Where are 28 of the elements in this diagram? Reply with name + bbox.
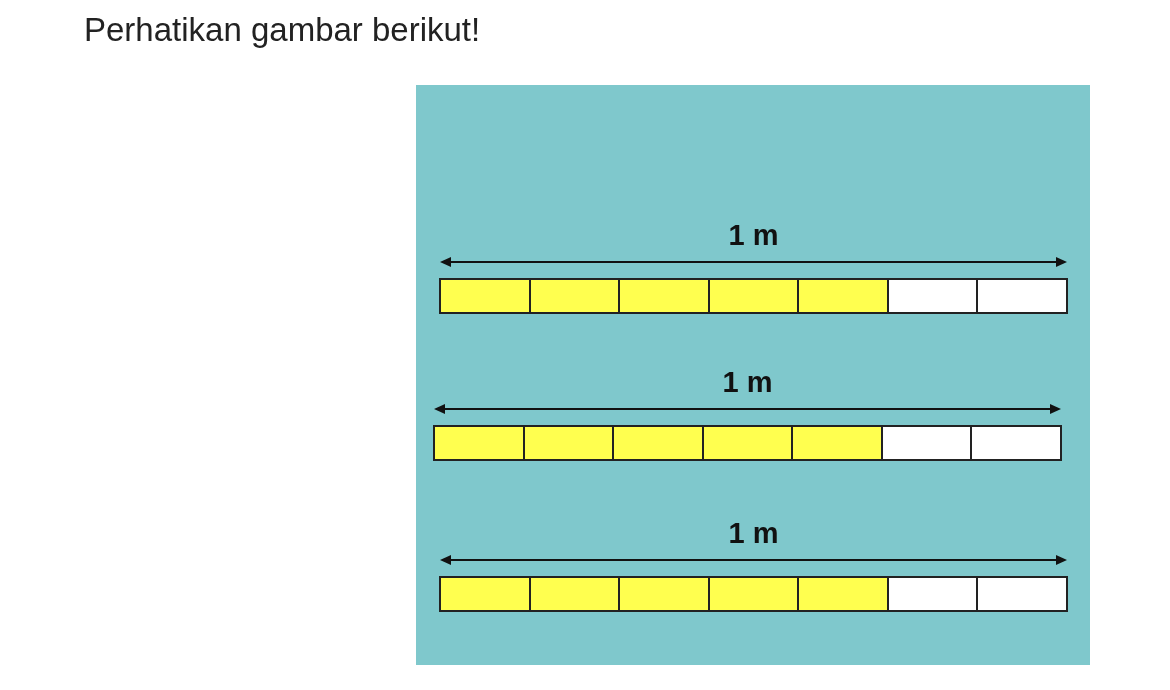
bar-segment [441, 578, 529, 610]
bar-segment [880, 427, 971, 459]
bar-segment [886, 280, 977, 312]
bar-segment [528, 280, 619, 312]
bar [439, 278, 1068, 314]
bar-segment [528, 578, 619, 610]
bar-segment [970, 427, 1061, 459]
bar-segment [701, 427, 792, 459]
bar-segment [797, 280, 887, 312]
bar-segment [976, 578, 1067, 610]
title: Perhatikan gambar berikut! [84, 10, 481, 50]
bar-segment [791, 427, 881, 459]
bar-segment [976, 280, 1067, 312]
bar [433, 425, 1062, 461]
bar-segment [707, 280, 798, 312]
dimension-label: 1 m [722, 366, 773, 398]
bar-segment [707, 578, 798, 610]
dimension-label: 1 m [728, 219, 779, 251]
bar-segment [522, 427, 613, 459]
bar-segment [441, 280, 529, 312]
bar-segment [435, 427, 523, 459]
bar-segment [618, 280, 708, 312]
bar-segment [886, 578, 977, 610]
bar-segment [612, 427, 702, 459]
dimension-label: 1 m [728, 517, 779, 549]
bar [439, 576, 1068, 612]
bar-segment [618, 578, 708, 610]
bar-segment [797, 578, 887, 610]
